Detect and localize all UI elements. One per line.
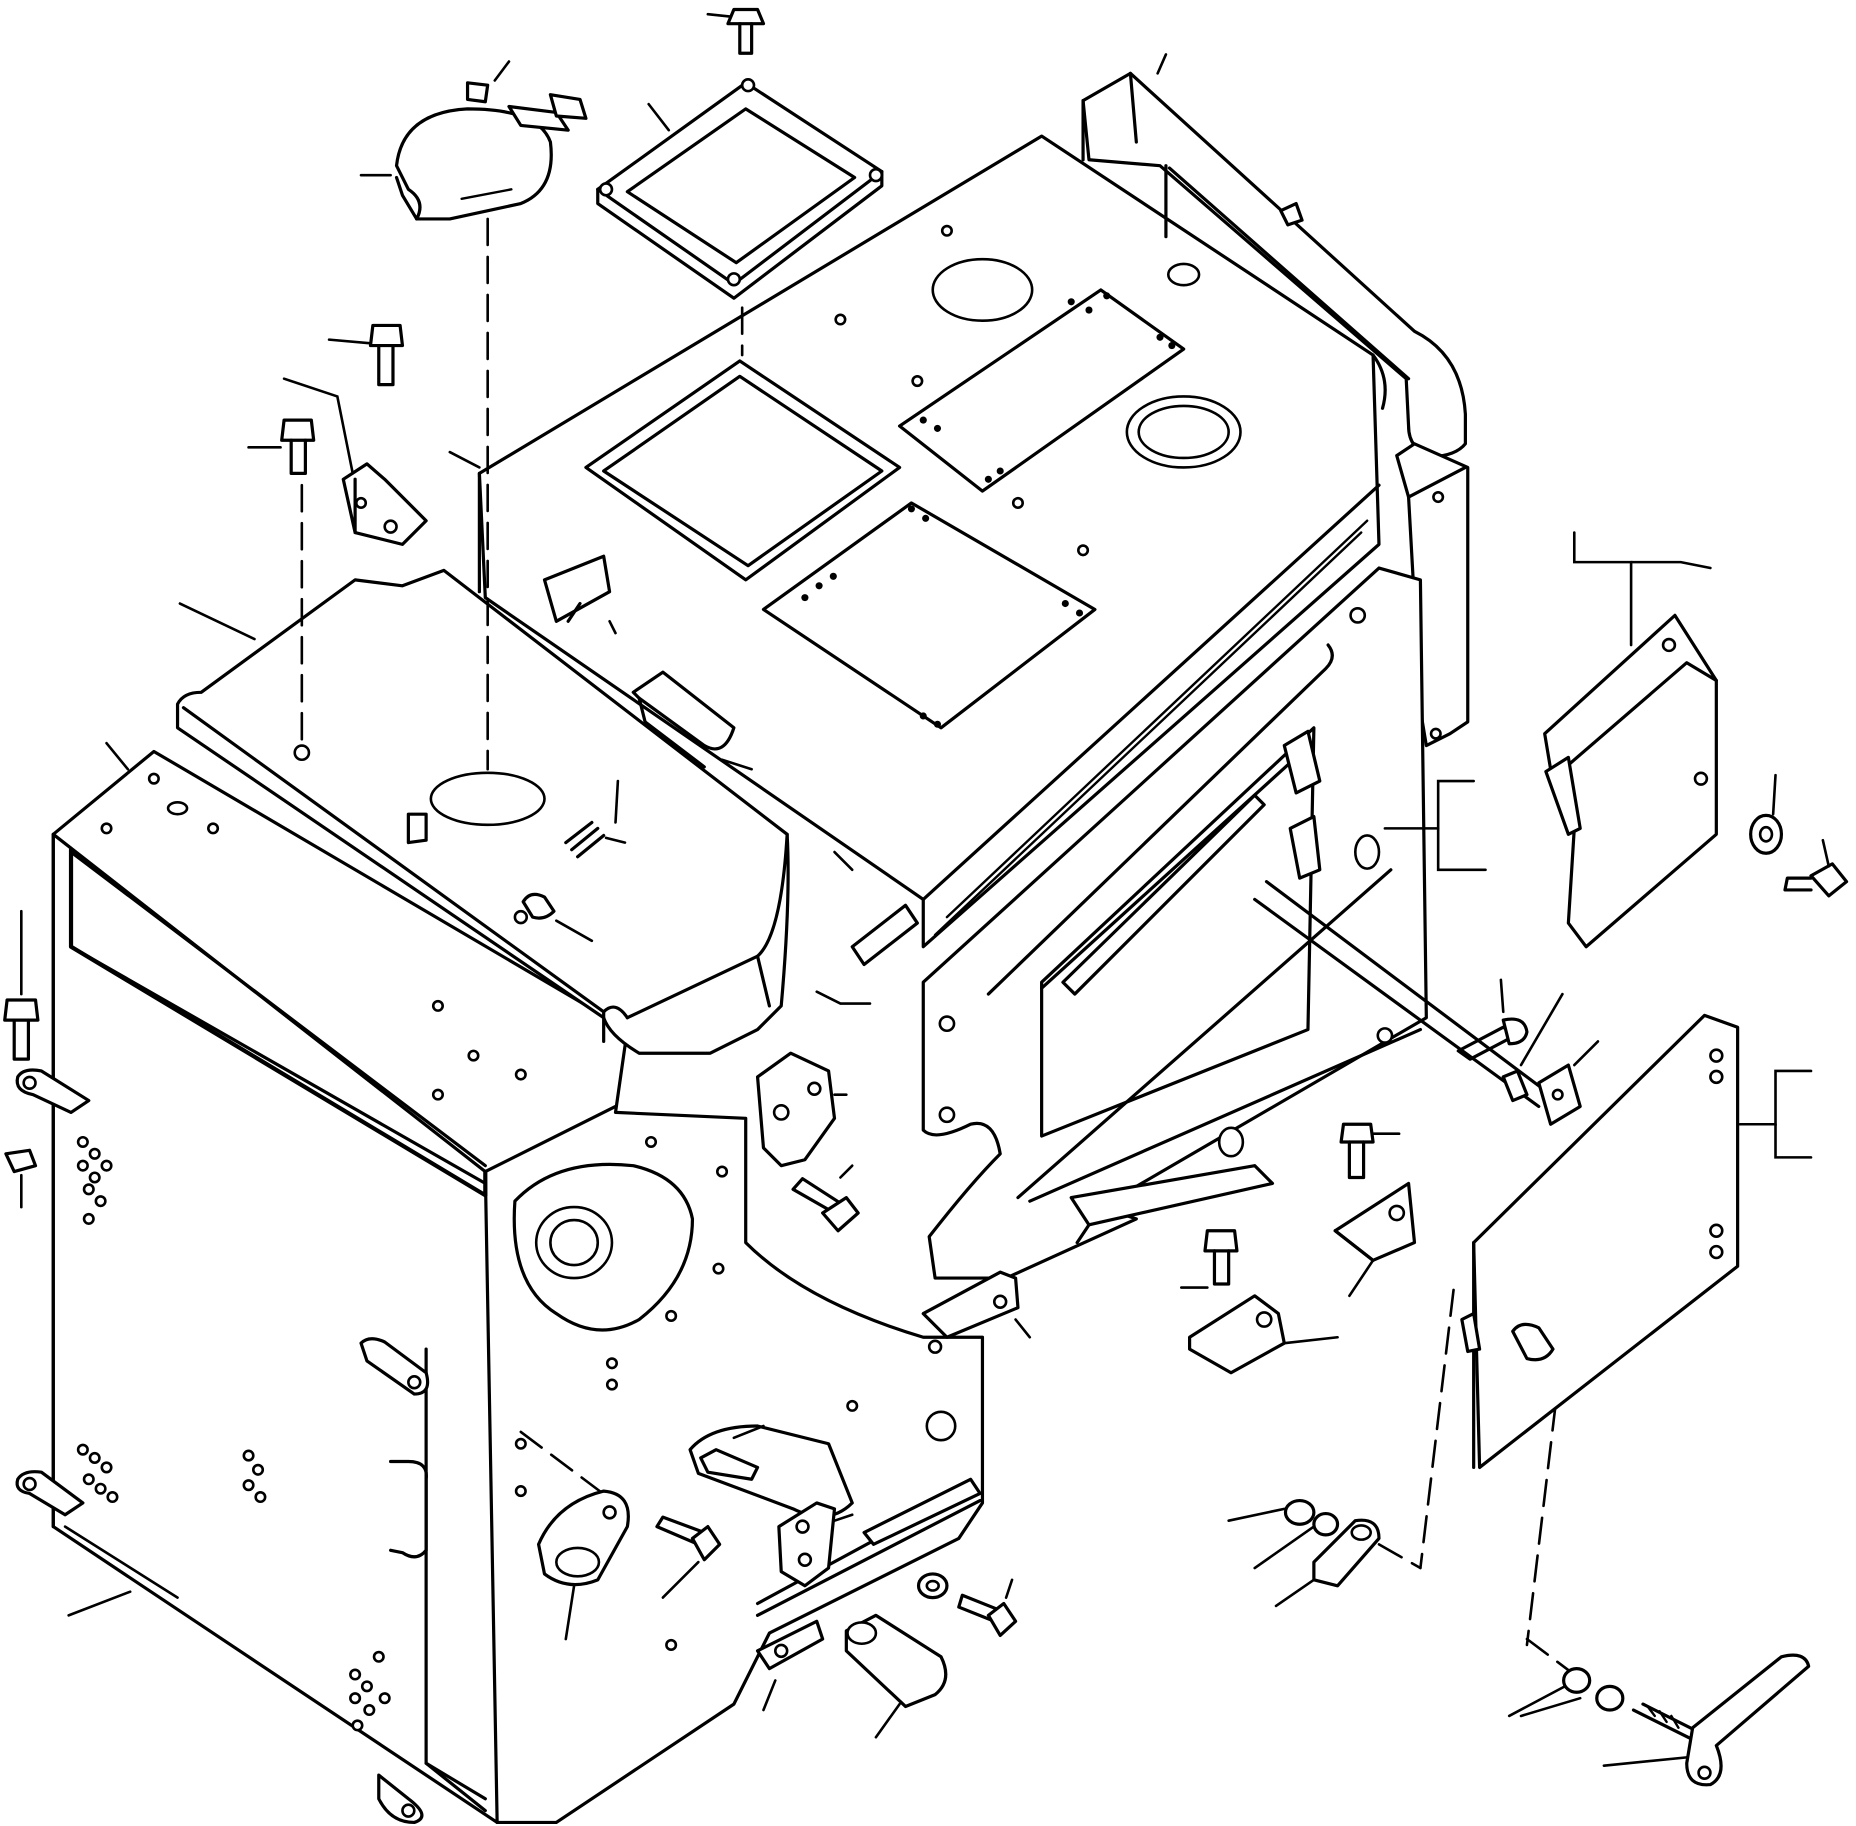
support-rail: [1018, 870, 1420, 1243]
lever-handle-assembly: [1509, 1655, 1808, 1785]
nut-far-left: [6, 1150, 36, 1207]
side-bolt: [1255, 882, 1551, 1107]
washer-bolt-right: [1751, 775, 1847, 896]
side-panel-right: [1545, 533, 1717, 947]
front-base-frame: [17, 751, 982, 1822]
leader-lines: [65, 104, 669, 1615]
nut-washers-right: [1503, 994, 1598, 1124]
nut-washer-lower: [1229, 1501, 1379, 1606]
vent-holes-left: [78, 1137, 389, 1730]
assembly-guide-lines: [302, 219, 1574, 1675]
clip-parts: [544, 556, 1319, 964]
rear-side-guard: [1083, 54, 1468, 745]
bolt-center: [793, 1166, 858, 1231]
mounting-pin: [846, 1615, 945, 1737]
washer-center: [919, 1574, 947, 1598]
hinge-bracket-center: [758, 992, 870, 1166]
link-arm: [690, 1426, 852, 1586]
spring-part: [523, 760, 751, 941]
inspection-cover-plate: [598, 79, 882, 298]
upper-shroud-panel: [178, 570, 789, 1053]
bolt-left-2: [249, 420, 314, 473]
bracket-left: [284, 379, 426, 545]
round-cap-cover: [361, 62, 586, 219]
bolt-far-left: [5, 911, 38, 1059]
bolt-left-1: [329, 325, 402, 384]
lower-hinge: [923, 1272, 1030, 1337]
side-panel-right-lower: [1462, 1015, 1811, 1467]
bracket-marker-right-upper: [1385, 781, 1486, 870]
bolt-top: [708, 9, 764, 53]
bracket-center: [1181, 1124, 1414, 1373]
hinge-plate-bottom: [758, 1479, 981, 1710]
bolt-lower-center: [657, 1517, 720, 1597]
flange-plate: [539, 1491, 629, 1639]
bolt-right-center: [959, 1580, 1016, 1636]
